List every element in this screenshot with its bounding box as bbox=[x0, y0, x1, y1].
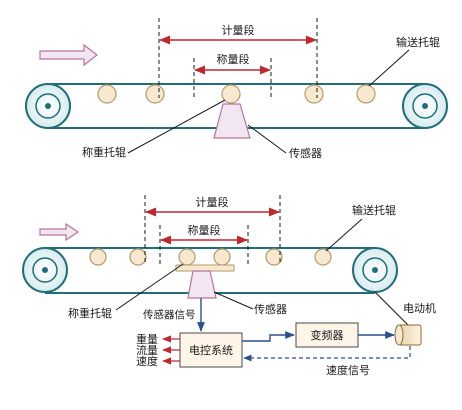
roller bbox=[356, 84, 376, 104]
conveyor-roller-label: 输送托辊 bbox=[396, 35, 440, 49]
measuring-section-label: 计量段 bbox=[196, 195, 229, 209]
control-to-converter-line bbox=[242, 331, 295, 342]
sensor-signal-label: 传感器信号 bbox=[143, 308, 196, 321]
conveyor-roller-label: 输送托辊 bbox=[352, 203, 396, 217]
weighing-roller-label: 称重托辊 bbox=[68, 306, 112, 320]
weighing-roller bbox=[213, 248, 231, 266]
right-pulley bbox=[352, 247, 398, 293]
bottom-diagram: 计量段 称量段 输送托辊 称重托辊 传感器 传感器信号 电动机 电控系统 变频器… bbox=[22, 195, 436, 377]
motor-icon bbox=[394, 324, 422, 346]
roller bbox=[304, 84, 324, 104]
weighing-section-label: 称量段 bbox=[217, 52, 250, 66]
output-arrows bbox=[162, 335, 180, 365]
top-diagram: 计量段 称量段 输送托辊 称重托辊 传感器 bbox=[25, 18, 448, 160]
direction-arrow bbox=[39, 43, 98, 67]
sensor-label: 传感器 bbox=[254, 303, 287, 316]
speed-signal-label: 速度信号 bbox=[326, 363, 370, 377]
weighing-roller bbox=[178, 248, 196, 266]
weighing-roller-label: 称重托辊 bbox=[82, 145, 126, 159]
right-pulley bbox=[402, 83, 448, 129]
speed-signal-line bbox=[243, 346, 411, 362]
sensor-block bbox=[187, 270, 217, 299]
sensor-block bbox=[213, 103, 251, 139]
roller bbox=[145, 84, 165, 104]
frequency-converter-label: 变频器 bbox=[311, 328, 344, 342]
roller bbox=[129, 248, 147, 266]
roller bbox=[265, 248, 283, 266]
left-pulley bbox=[22, 247, 68, 293]
direction-arrow bbox=[39, 222, 80, 242]
roller bbox=[97, 84, 117, 104]
weighing-section-label: 称量段 bbox=[188, 223, 221, 237]
measuring-section-label: 计量段 bbox=[222, 23, 255, 37]
output-flow-label: 流量 bbox=[136, 343, 158, 357]
roller bbox=[89, 248, 107, 266]
weighing-roller bbox=[221, 84, 241, 104]
control-system-box bbox=[179, 332, 243, 368]
motor-label: 电动机 bbox=[403, 301, 436, 315]
sensor-label: 传感器 bbox=[289, 147, 322, 160]
weighing-frame bbox=[175, 264, 235, 272]
roller-row bbox=[97, 84, 376, 104]
left-pulley bbox=[25, 83, 71, 129]
output-speed-label: 速度 bbox=[136, 354, 158, 368]
output-weight-label: 重量 bbox=[136, 332, 158, 346]
roller bbox=[314, 248, 332, 266]
control-system-label: 电控系统 bbox=[189, 343, 233, 357]
